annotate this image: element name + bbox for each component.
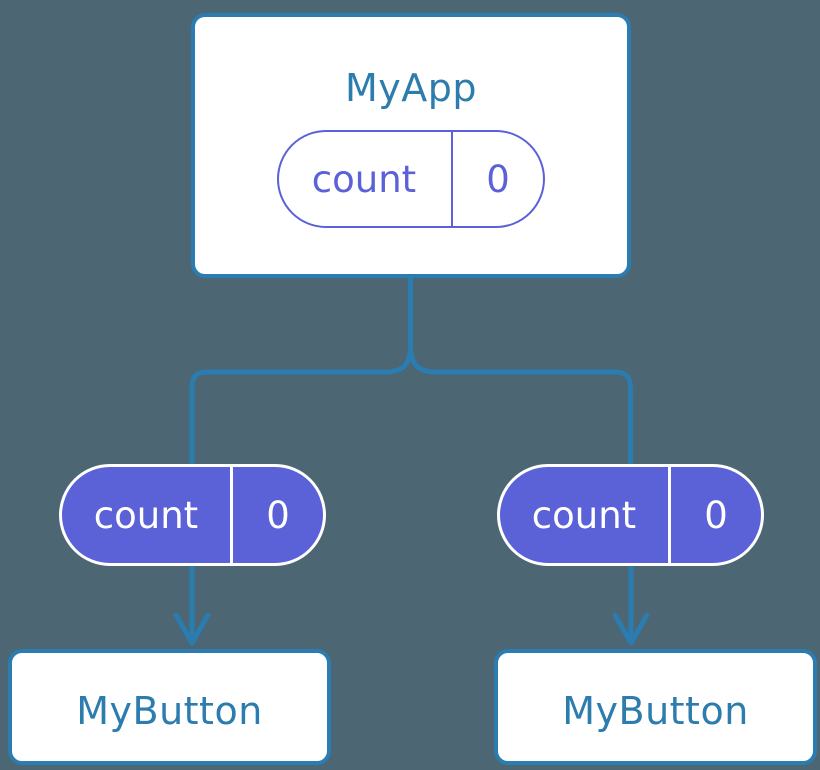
left-branch-connector	[189, 342, 413, 467]
state-pill-value: 0	[486, 157, 510, 201]
component-label-mybutton-right: MyButton	[562, 689, 749, 733]
state-pill-branch-right: count 0	[497, 464, 764, 566]
component-label-mybutton-left: MyButton	[76, 689, 263, 733]
component-box-mybutton-right: MyButton	[494, 649, 817, 765]
state-pill-value: 0	[266, 493, 290, 537]
state-pill-key: count	[500, 467, 671, 563]
right-state-to-button-arrowhead	[612, 612, 650, 646]
state-pill-value: 0	[704, 493, 728, 537]
component-box-mybutton-left: MyButton	[8, 649, 331, 765]
left-state-to-button-arrowhead	[173, 612, 211, 646]
right-branch-connector	[408, 342, 633, 467]
state-pill-myapp: count 0	[277, 130, 545, 228]
state-pill-key: count	[279, 132, 453, 226]
state-pill-branch-left: count 0	[59, 464, 326, 566]
state-pill-key: count	[62, 467, 233, 563]
component-label-myapp: MyApp	[344, 66, 477, 110]
